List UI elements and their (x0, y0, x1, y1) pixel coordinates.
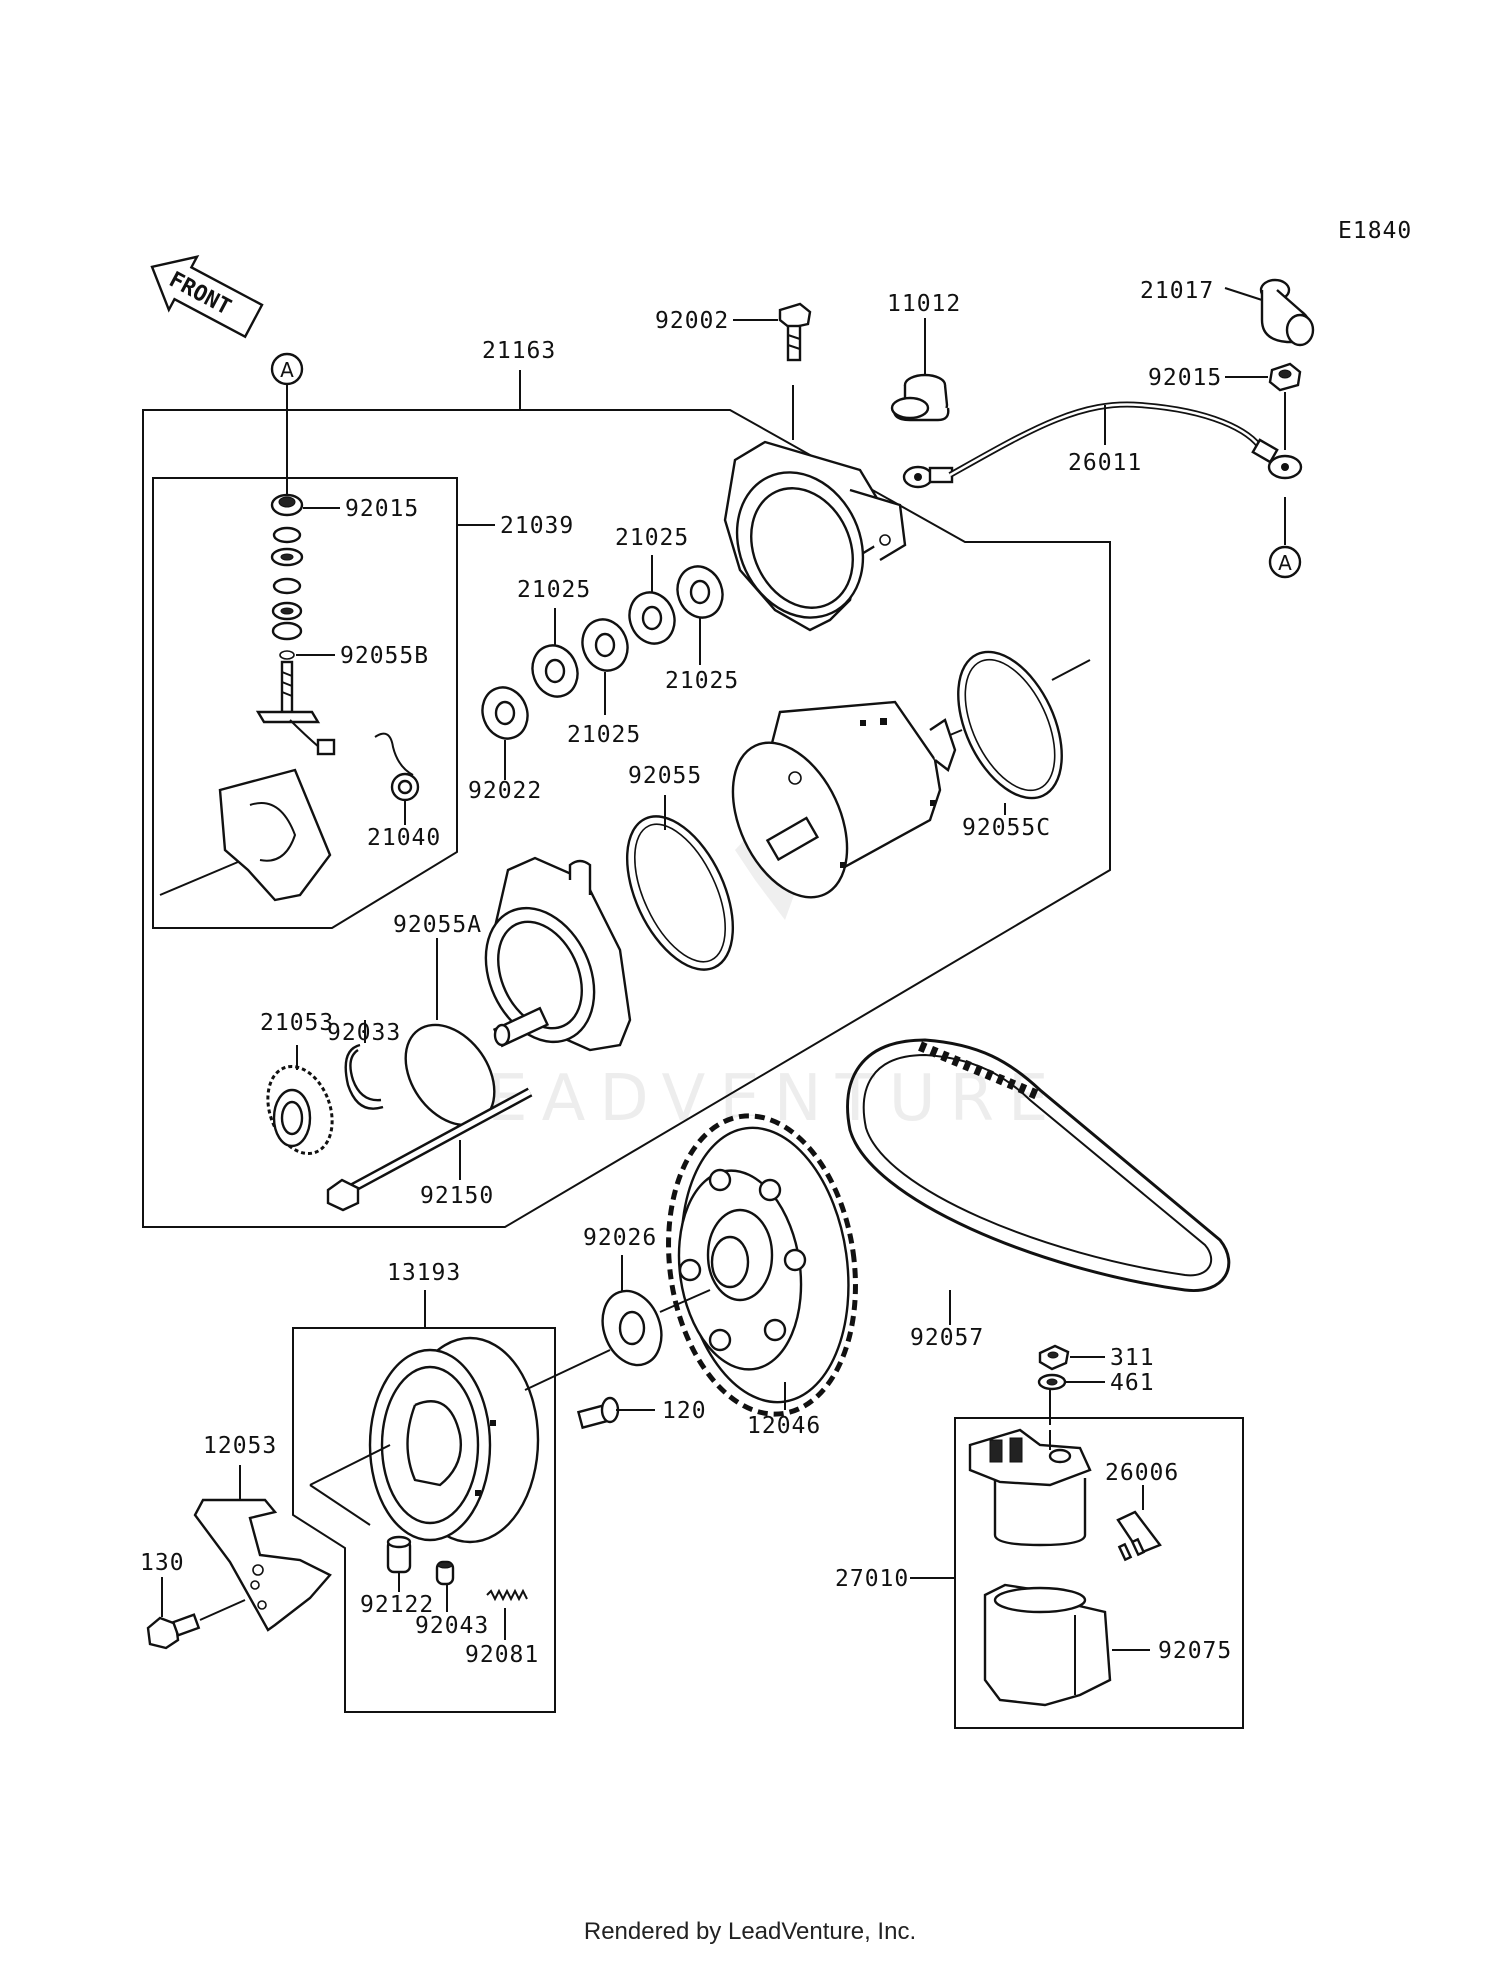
nut-311 (1038, 1344, 1070, 1371)
label-27010: 27010 (835, 1566, 909, 1592)
brush-spring-21040 (374, 732, 420, 802)
end-cover-front (723, 440, 907, 632)
gear-21053 (266, 1064, 334, 1156)
spring-92081 (486, 1588, 528, 1602)
label-92015-a: 92015 (345, 496, 419, 522)
diagram-code: E1840 (1338, 218, 1412, 244)
relay-boot-92075 (983, 1583, 1112, 1707)
front-arrow-icon: FRONT (150, 255, 264, 339)
svg-text:A: A (280, 358, 294, 382)
cable-26011 (902, 401, 1303, 489)
label-92081: 92081 (465, 1642, 539, 1668)
label-92055B: 92055B (340, 643, 429, 669)
label-21040: 21040 (367, 825, 441, 851)
motor-yoke (731, 700, 963, 899)
washers-21025 (481, 565, 724, 740)
label-130: 130 (140, 1550, 185, 1576)
label-92033: 92033 (327, 1020, 401, 1046)
label-92055C: 92055C (962, 815, 1051, 841)
label-92026: 92026 (583, 1225, 657, 1251)
cap-11012 (890, 373, 950, 422)
ref-marker-a-top: A (270, 352, 304, 495)
starter-clutch (368, 1336, 540, 1544)
nut-92015-top (1268, 362, 1302, 392)
label-21039: 21039 (500, 513, 574, 539)
label-26006: 26006 (1105, 1460, 1179, 1486)
label-12046: 12046 (747, 1413, 821, 1439)
roller-92122 (386, 1535, 412, 1574)
pin-92043 (435, 1560, 455, 1586)
brush-plate (159, 768, 332, 902)
label-92022: 92022 (468, 778, 542, 804)
sprocket-12046 (666, 1113, 858, 1417)
label-92055: 92055 (628, 763, 702, 789)
label-26011: 26011 (1068, 450, 1142, 476)
ref-marker-a-right: A (1268, 497, 1302, 579)
label-21025-low: 21025 (567, 722, 641, 748)
label-13193: 13193 (387, 1260, 461, 1286)
nut-92015 (270, 493, 304, 517)
label-11012: 11012 (887, 291, 961, 317)
starter-relay (968, 1428, 1092, 1547)
label-21025-right: 21025 (665, 668, 739, 694)
cap-21017 (1259, 278, 1315, 347)
label-92075: 92075 (1158, 1638, 1232, 1664)
circlip-92033 (344, 1043, 384, 1110)
terminal-bolt-brush (255, 660, 336, 756)
bolt-120 (576, 1396, 620, 1430)
label-92122: 92122 (360, 1592, 434, 1618)
washer-stack (270, 526, 304, 641)
label-21025-left: 21025 (517, 577, 591, 603)
relay-box (954, 1417, 1244, 1729)
starter-assembly-outline (142, 409, 1111, 1228)
label-21017: 21017 (1140, 278, 1214, 304)
label-120: 120 (662, 1398, 707, 1424)
label-21163: 21163 (482, 338, 556, 364)
label-92015-b: 92015 (1148, 365, 1222, 391)
brush-holder-box (152, 477, 458, 929)
footer-credit: Rendered by LeadVenture, Inc. (583, 1918, 917, 1945)
bracket-12053 (193, 1498, 332, 1632)
label-461: 461 (1110, 1370, 1155, 1396)
label-92002: 92002 (655, 308, 729, 334)
chain-92057 (846, 1038, 1231, 1293)
label-12053: 12053 (203, 1433, 277, 1459)
label-92055A: 92055A (393, 912, 482, 938)
label-21025-top: 21025 (615, 525, 689, 551)
bolt-92150 (326, 1087, 533, 1212)
fuse-26006 (1116, 1510, 1162, 1562)
bolt-92002 (778, 302, 812, 362)
label-21053: 21053 (260, 1010, 334, 1036)
label-311: 311 (1110, 1345, 1155, 1371)
label-92150: 92150 (420, 1183, 494, 1209)
o-ring-92055B (279, 650, 295, 660)
clutch-box (292, 1327, 556, 1713)
label-92043: 92043 (415, 1613, 489, 1639)
bolt-130 (146, 1613, 201, 1650)
end-cover-rear (484, 856, 632, 1052)
svg-text:A: A (1278, 551, 1292, 575)
label-92057: 92057 (910, 1325, 984, 1351)
